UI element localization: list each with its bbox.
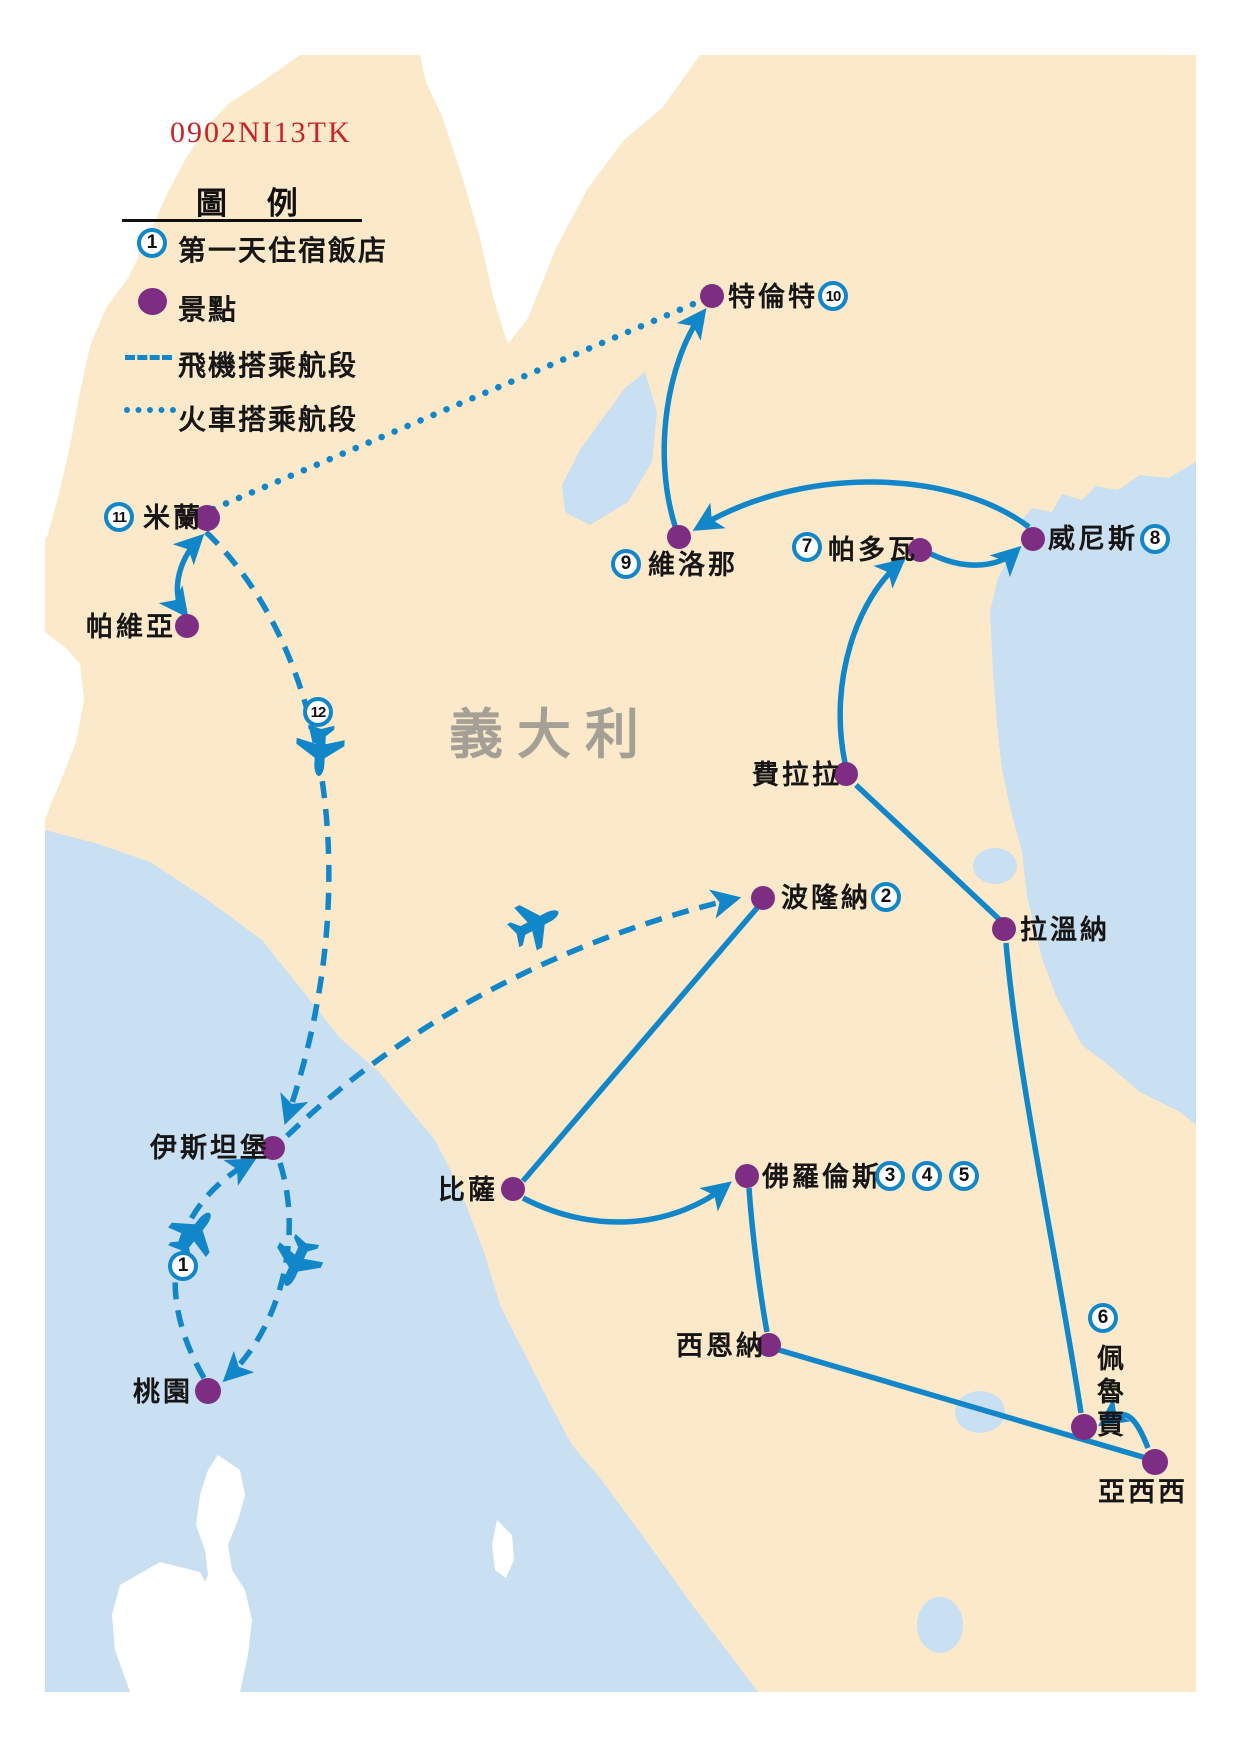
flight-badge-day1: 1 xyxy=(168,1251,198,1281)
poi-dot-padua xyxy=(908,538,932,562)
route-florence-siena xyxy=(746,1187,770,1333)
poi-dot-bologna xyxy=(751,886,775,910)
day-badge-trento: 10 xyxy=(818,281,848,311)
city-label-padua: 帕多瓦 xyxy=(828,535,918,565)
poi-dot-verona xyxy=(667,525,691,549)
legend-poi-dot-icon xyxy=(138,288,167,315)
route-venice-verona xyxy=(692,479,1031,531)
flight-istanbul-taoyuan xyxy=(222,1162,292,1383)
route-assisi-perugia xyxy=(1097,1397,1151,1449)
lake-north-of-ravenna xyxy=(973,848,1017,884)
train-route-milan-trento xyxy=(209,295,709,513)
lake-bracciano xyxy=(917,1597,963,1653)
day-badge-venice: 8 xyxy=(1140,524,1170,554)
day-badge-verona: 9 xyxy=(611,549,641,579)
city-label-ferrara: 費拉拉 xyxy=(752,760,842,790)
legend-item-train: 火車搭乘航段 xyxy=(178,405,359,436)
day-badge-milan: 11 xyxy=(104,502,134,532)
day-badge-florence-3: 3 xyxy=(875,1161,905,1191)
city-label-florence: 佛羅倫斯 xyxy=(762,1162,882,1192)
legend-rule xyxy=(122,219,362,222)
poi-dot-ravenna xyxy=(992,917,1016,941)
day-badge-florence-5: 5 xyxy=(949,1161,979,1191)
route-pisa-florence xyxy=(521,1181,732,1225)
legend-train-line-icon xyxy=(124,407,176,413)
airplane-icon-milan-istanbul xyxy=(296,724,345,776)
tour-code: 0902NI13TK xyxy=(170,116,352,149)
poi-dot-pisa xyxy=(501,1177,525,1201)
city-label-verona: 維洛那 xyxy=(648,550,738,580)
poi-dot-trento xyxy=(700,284,724,308)
poi-dot-taoyuan xyxy=(195,1378,221,1404)
foreign-northwest xyxy=(45,55,300,540)
city-label-pavia: 帕維亞 xyxy=(86,612,176,642)
legend-title: 圖 例 xyxy=(196,186,314,221)
city-label-siena: 西恩納 xyxy=(676,1331,766,1361)
foreign-alps-wedge xyxy=(420,55,700,344)
route-padua-venice xyxy=(929,545,1022,578)
legend-item-poi: 景點 xyxy=(178,295,239,326)
day-badge-padua: 7 xyxy=(792,532,822,562)
poi-dot-florence xyxy=(735,1164,759,1188)
island-sardinia xyxy=(112,1562,225,1692)
route-perugia-ravenna xyxy=(1003,942,1084,1414)
flight-milan-istanbul xyxy=(204,530,332,1126)
legend-item-hotel: 第一天住宿飯店 xyxy=(178,236,389,267)
poi-dot-pavia xyxy=(175,614,199,638)
city-label-trento: 特倫特 xyxy=(728,282,818,312)
city-label-milan: 米蘭 xyxy=(143,503,203,533)
flight-taoyuan-istanbul xyxy=(172,1158,257,1380)
day-badge-florence-4: 4 xyxy=(912,1161,942,1191)
poi-dot-perugia xyxy=(1071,1414,1097,1440)
poi-dot-ferrara xyxy=(834,762,858,786)
city-label-pisa: 比薩 xyxy=(438,1175,498,1205)
route-bologna-pisa xyxy=(520,906,760,1183)
city-label-bologna: 波隆納 xyxy=(781,883,871,913)
region-label-italy: 義大利 xyxy=(449,705,653,765)
flight-istanbul-bologna xyxy=(285,889,742,1138)
lake-garda xyxy=(562,372,657,525)
flight-badge-day12: 12 xyxy=(303,697,333,727)
poi-dot-assisi xyxy=(1142,1449,1168,1475)
sea-adriatic xyxy=(990,462,1196,1125)
legend-item-flight: 飛機搭乘航段 xyxy=(178,351,359,382)
foreign-left-strip xyxy=(45,632,84,820)
legend-flight-line-icon xyxy=(125,355,172,360)
day-badge-bologna: 2 xyxy=(871,882,901,912)
route-milan-pavia-shuttle xyxy=(158,533,205,618)
city-label-istanbul: 伊斯坦堡 xyxy=(150,1133,270,1163)
island-elba xyxy=(492,1520,514,1578)
route-ravenna-ferrara xyxy=(854,782,1002,923)
poi-dot-istanbul xyxy=(261,1136,285,1160)
city-label-ravenna: 拉溫納 xyxy=(1020,915,1110,945)
route-siena-assisi xyxy=(778,1347,1147,1461)
airplane-icon-taoyuan-out xyxy=(168,1212,211,1262)
lake-bolsena xyxy=(575,1489,615,1543)
route-ferrara-padua xyxy=(837,558,906,764)
poi-dot-venice xyxy=(1021,527,1045,551)
airplane-icon-istanbul-return xyxy=(277,1234,324,1286)
city-label-perugia: 佩魯賈 xyxy=(1093,1344,1123,1443)
city-label-taoyuan: 桃園 xyxy=(133,1377,193,1407)
route-verona-trento xyxy=(661,308,707,527)
city-label-assisi: 亞西西 xyxy=(1098,1477,1188,1507)
poi-dot-milan xyxy=(194,505,220,531)
airplane-icon-istanbul-bologna xyxy=(507,905,559,951)
day-badge-perugia: 6 xyxy=(1088,1303,1118,1333)
city-label-venice: 威尼斯 xyxy=(1048,524,1138,554)
legend-day1-circle-icon: 1 xyxy=(137,228,167,258)
poi-dot-siena xyxy=(757,1333,781,1357)
